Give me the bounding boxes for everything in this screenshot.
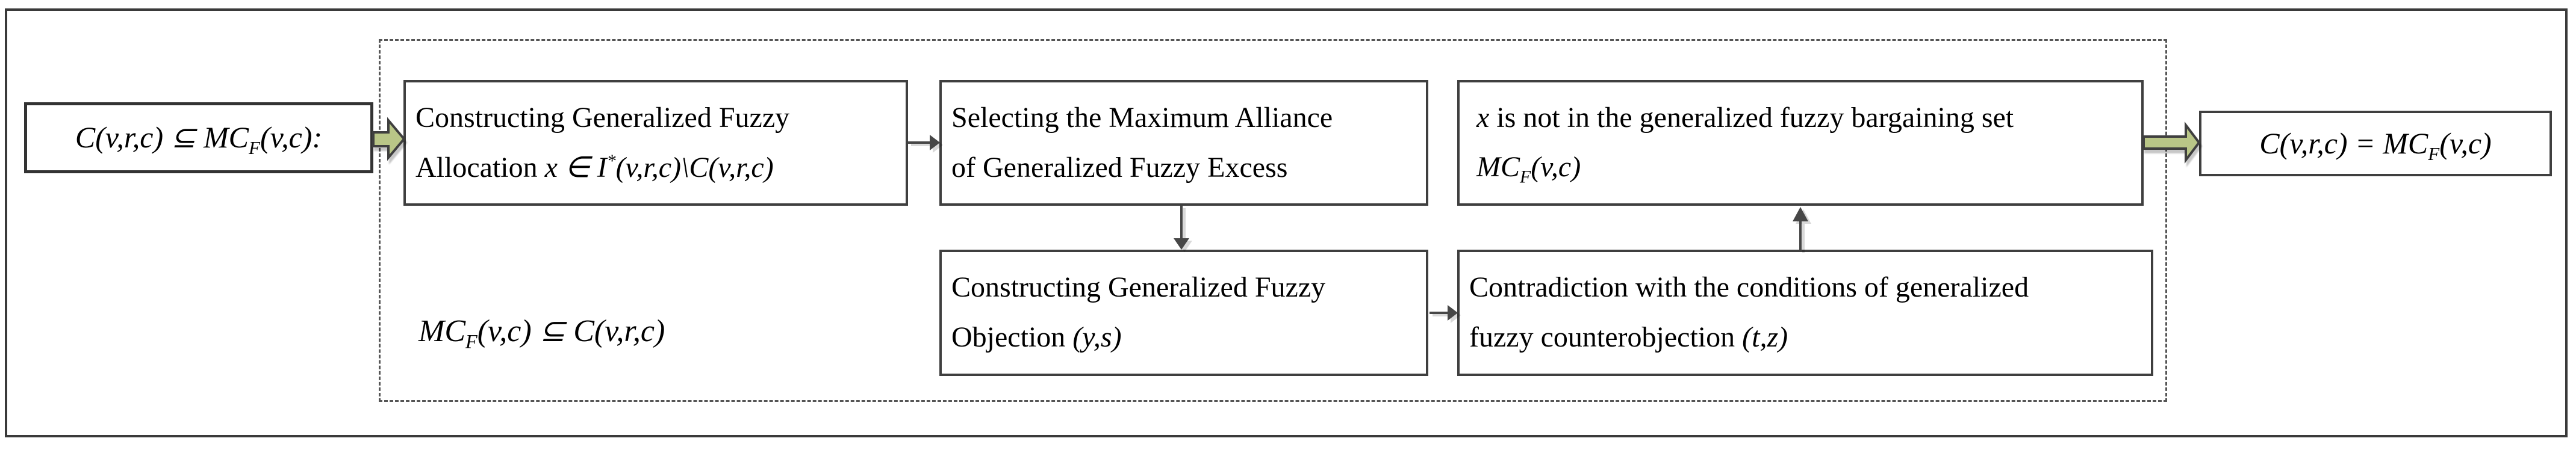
subset-note: MCF(v,c) ⊆ C(v,r,c) (418, 314, 665, 353)
not-in-bargaining-set-box: x is not in the generalized fuzzy bargai… (1457, 80, 2144, 206)
max-alliance-box: Selecting the Maximum Alliance of Genera… (939, 80, 1428, 206)
conclusion-formula: C(v,r,c) = MCF(v,c) (2259, 126, 2492, 164)
objection-box-line2: Objection (y,s) (951, 321, 1122, 353)
max-alliance-box-line2: of Generalized Fuzzy Excess (951, 151, 1288, 183)
allocation-box-line2: Allocation x ∈ I*(v,r,c)\C(v,r,c) (415, 150, 774, 183)
max-alliance-box-line1: Selecting the Maximum Alliance (951, 101, 1333, 134)
counterobjection-box: Contradiction with the conditions of gen… (1457, 250, 2153, 376)
counterobjection-box-line2: fuzzy counterobjection (t,z) (1469, 321, 1788, 353)
bargaining-box-line1: x is not in the generalized fuzzy bargai… (1476, 101, 2014, 134)
dashed-proof-container (379, 39, 2167, 402)
outer-frame (5, 8, 2568, 437)
conclusion-box: C(v,r,c) = MCF(v,c) (2199, 111, 2552, 176)
objection-box: Constructing Generalized Fuzzy Objection… (939, 250, 1428, 376)
premise-formula: C(v,r,c) ⊆ MCF(v,c): (75, 120, 323, 159)
allocation-box: Constructing Generalized Fuzzy Allocatio… (403, 80, 908, 206)
objection-box-line1: Constructing Generalized Fuzzy (951, 271, 1326, 304)
allocation-box-line1: Constructing Generalized Fuzzy (415, 101, 790, 134)
counterobjection-box-line1: Contradiction with the conditions of gen… (1469, 271, 2029, 304)
bargaining-box-line2: MCF(v,c) (1476, 151, 1581, 187)
premise-box: C(v,r,c) ⊆ MCF(v,c): (24, 102, 373, 173)
